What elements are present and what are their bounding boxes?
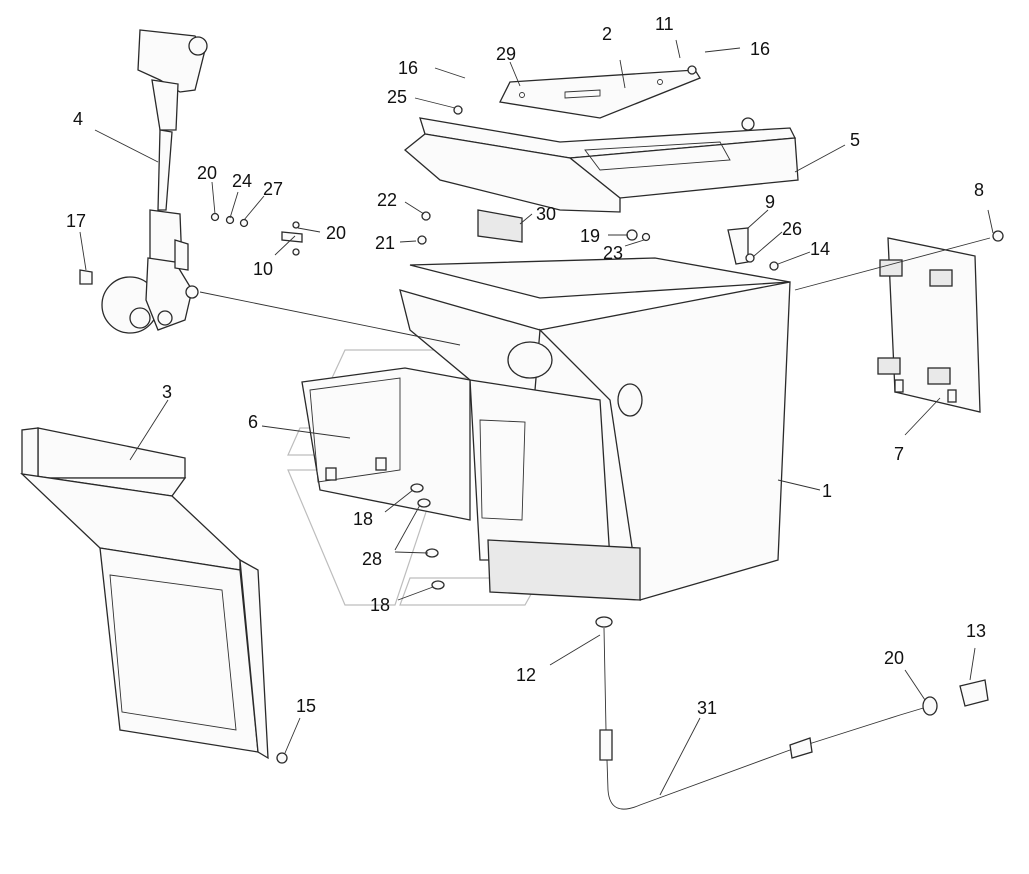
callout-label: 20 <box>326 223 346 243</box>
callout-label: 2 <box>602 24 612 44</box>
main-console-body <box>399 257 791 601</box>
front-cover-panel <box>20 427 269 760</box>
callout-label: 1 <box>822 481 832 501</box>
fastener-group <box>417 65 697 245</box>
callout-label: 27 <box>263 179 283 199</box>
fastener-14-26 <box>745 253 779 271</box>
rear-mounting-plate <box>877 237 981 413</box>
top-cover-plate <box>499 69 701 119</box>
callout-label: 9 <box>765 192 775 212</box>
callout-labels: 1 2 3 4 5 6 7 8 9 10 11 12 13 14 15 16 1… <box>66 14 986 718</box>
bracket-9 <box>727 227 749 265</box>
callout-label: 21 <box>375 233 395 253</box>
bolt-17 <box>79 269 93 285</box>
callout-label: 13 <box>966 621 986 641</box>
pin-10 <box>281 221 303 256</box>
callout-label: 4 <box>73 109 83 129</box>
callout-label: 24 <box>232 171 252 191</box>
callout-label: 16 <box>750 39 770 59</box>
callout-label: 15 <box>296 696 316 716</box>
side-panel <box>301 367 471 521</box>
callout-label: 22 <box>377 190 397 210</box>
callout-label: 14 <box>810 239 830 259</box>
callout-label: 26 <box>782 219 802 239</box>
pad-30 <box>477 209 523 243</box>
callout-label: 31 <box>697 698 717 718</box>
callout-label: 28 <box>362 549 382 569</box>
leader-lines <box>79 39 994 796</box>
upper-console-housing <box>403 117 799 213</box>
callout-label: 5 <box>850 130 860 150</box>
callout-label: 17 <box>66 211 86 231</box>
callout-label: 11 <box>655 14 674 34</box>
callout-label: 18 <box>370 595 390 615</box>
bolt-8 <box>992 230 1004 242</box>
callout-label: 3 <box>162 382 172 402</box>
callout-label: 12 <box>516 665 536 685</box>
callout-label: 20 <box>884 648 904 668</box>
screw-15 <box>276 752 288 764</box>
callout-label: 25 <box>387 87 407 107</box>
washer-stack <box>210 212 249 228</box>
control-cable <box>595 616 989 810</box>
shift-lever-assembly <box>101 29 208 334</box>
callout-label: 19 <box>580 226 600 246</box>
callout-label: 30 <box>536 204 556 224</box>
callout-label: 8 <box>974 180 984 200</box>
callout-label: 7 <box>894 444 904 464</box>
callout-label: 20 <box>197 163 217 183</box>
callout-label: 10 <box>253 259 273 279</box>
callout-label: 18 <box>353 509 373 529</box>
washers-lower <box>410 483 445 590</box>
callout-label: 29 <box>496 44 516 64</box>
callout-label: 6 <box>248 412 258 432</box>
callout-label: 16 <box>398 58 418 78</box>
callout-label: 23 <box>603 243 623 263</box>
